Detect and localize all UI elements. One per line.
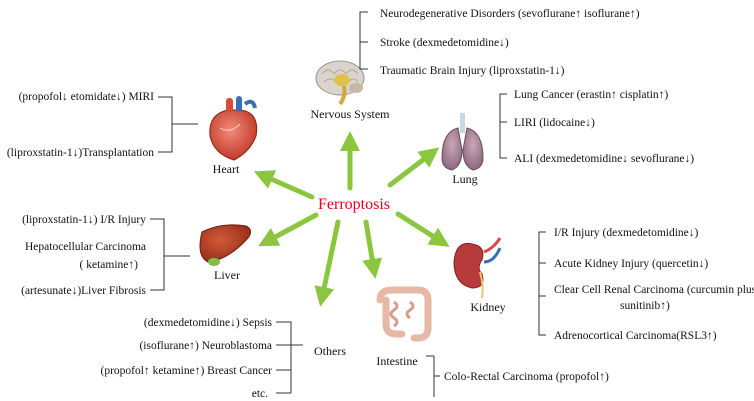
- arrow-heart: [253, 170, 315, 200]
- organ-label-kidney: Kidney: [470, 300, 505, 314]
- organ-label-intestine: Intestine: [376, 354, 417, 368]
- liver-item: (artesunate↓)Liver Fibrosis: [21, 285, 146, 297]
- center-label: Ferroptosis: [318, 196, 390, 213]
- arrow-lung: [387, 147, 440, 188]
- others-item: (dexmedetomidine↓) Sepsis: [144, 317, 273, 329]
- organ-label-nervous: Nervous System: [311, 107, 391, 121]
- lung-item: LIRI (lidocaine↓): [514, 117, 595, 129]
- lung-items: Lung Cancer (erastin↑ cisplatin↑) LIRI (…: [514, 89, 694, 165]
- heart-icon: [209, 96, 258, 161]
- lungs-icon: [441, 113, 484, 171]
- liver-item: (liproxstatin-1↓) I/R Injury: [22, 214, 146, 226]
- liver-item: Hepatocellular Carcinoma: [25, 241, 146, 253]
- liver-items: (liproxstatin-1↓) I/R Injury Hepatocellu…: [21, 214, 146, 297]
- brain-icon: [315, 60, 365, 106]
- arrow-liver: [258, 212, 319, 247]
- nervous-items: Neurodegenerative Disorders (sevoflurane…: [380, 8, 640, 77]
- organ-label-lung: Lung: [452, 172, 477, 186]
- lung-item: ALI (dexmedetomidine↓ sevoflurane↓): [514, 153, 694, 165]
- kidney-item: Acute Kidney Injury (quercetin↓): [554, 258, 708, 270]
- liver-icon: [199, 224, 252, 266]
- kidney-item: Clear Cell Renal Carcinoma (curcumin plu…: [554, 284, 754, 296]
- arrow-kidney: [395, 211, 450, 247]
- intestine-item: Colo-Rectal Carcinoma (propofol↑): [444, 371, 609, 383]
- kidney-item: I/R Injury (dexmedetomidine↓): [554, 227, 699, 239]
- heart-item: (liproxstatin-1↓)Transplantation: [7, 147, 154, 159]
- arrows: [253, 131, 450, 307]
- intestine-items: Colo-Rectal Carcinoma (propofol↑): [444, 371, 609, 383]
- organ-label-others: Others: [314, 344, 346, 358]
- nervous-item: Traumatic Brain Injury (liproxstatin-1↓): [380, 65, 565, 77]
- intestine-icon: [376, 286, 432, 342]
- liver-item: ( ketamine↑): [80, 259, 139, 271]
- kidney-item: Adrenocortical Carcinoma(RSL3↑): [554, 330, 717, 342]
- nervous-item: Stroke (dexmedetomidine↓): [380, 37, 509, 49]
- kidney-item: sunitinib↑): [620, 300, 670, 312]
- others-item: (propofol↑ ketamine↑) Breast Cancer: [101, 365, 273, 377]
- others-items: (dexmedetomidine↓) Sepsis (isoflurane↑) …: [101, 317, 273, 400]
- kidney-items: I/R Injury (dexmedetomidine↓) Acute Kidn…: [554, 227, 754, 342]
- organ-label-heart: Heart: [213, 162, 240, 176]
- kidney-icon: [453, 237, 502, 299]
- organ-label-liver: Liver: [214, 268, 240, 282]
- heart-item: (propofol↓ etomidate↓) MIRI: [19, 91, 155, 103]
- brackets: [150, 11, 546, 397]
- arrow-intestine: [362, 219, 383, 279]
- nervous-item: Neurodegenerative Disorders (sevoflurane…: [380, 8, 640, 20]
- arrow-others: [314, 219, 341, 307]
- others-item: (isoflurane↑) Neuroblastoma: [139, 340, 272, 352]
- heart-items: (propofol↓ etomidate↓) MIRI (liproxstati…: [7, 91, 154, 159]
- others-item: etc.: [252, 388, 268, 400]
- lung-item: Lung Cancer (erastin↑ cisplatin↑): [514, 89, 668, 101]
